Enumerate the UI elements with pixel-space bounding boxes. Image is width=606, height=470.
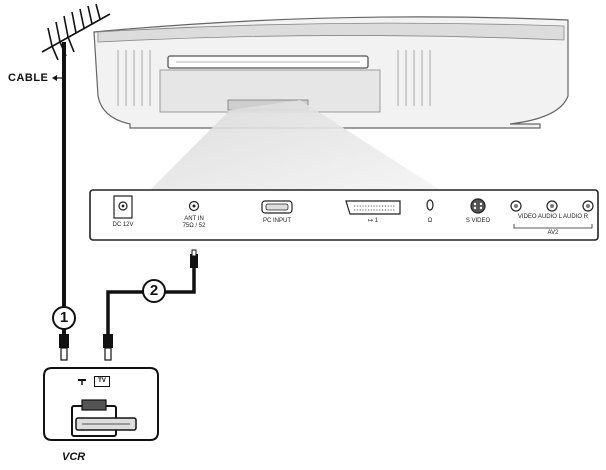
vcr-plugs — [59, 334, 113, 361]
pc-input-port — [261, 200, 293, 214]
svideo-port — [470, 198, 486, 214]
headphone-label: Ω — [427, 218, 433, 224]
vcr-label: VCR — [62, 451, 86, 463]
step-1-number: 1 — [59, 309, 69, 326]
av2-label: AV2 — [547, 230, 559, 236]
zoom-beam — [150, 100, 440, 190]
dc-port-label: DC 12V — [112, 222, 134, 228]
scart-label: ↦ 1 — [367, 218, 379, 224]
av2-rca-jacks — [510, 200, 594, 229]
tv-top-view — [93, 16, 569, 129]
svideo-label: S VIDEO — [465, 218, 491, 224]
vcr-tv-tag: TV — [94, 376, 110, 387]
antenna-cable — [52, 42, 66, 334]
cable-label: CABLE — [8, 72, 49, 84]
step-1-marker — [52, 306, 76, 330]
ant-in-sub-label: 75Ω / 52 — [182, 223, 206, 229]
pc-input-label: PC INPUT — [262, 218, 292, 224]
connector-panel — [89, 189, 599, 241]
step-2-number: 2 — [149, 282, 159, 299]
ant-in-label: ANT IN — [184, 216, 204, 222]
step-2-marker — [142, 279, 166, 303]
av-inputs-label: VIDEO AUDIO L AUDIO R — [517, 214, 589, 220]
scart-port — [345, 200, 401, 215]
vcr-device-icon — [43, 367, 159, 441]
headphone-jack — [426, 199, 434, 211]
